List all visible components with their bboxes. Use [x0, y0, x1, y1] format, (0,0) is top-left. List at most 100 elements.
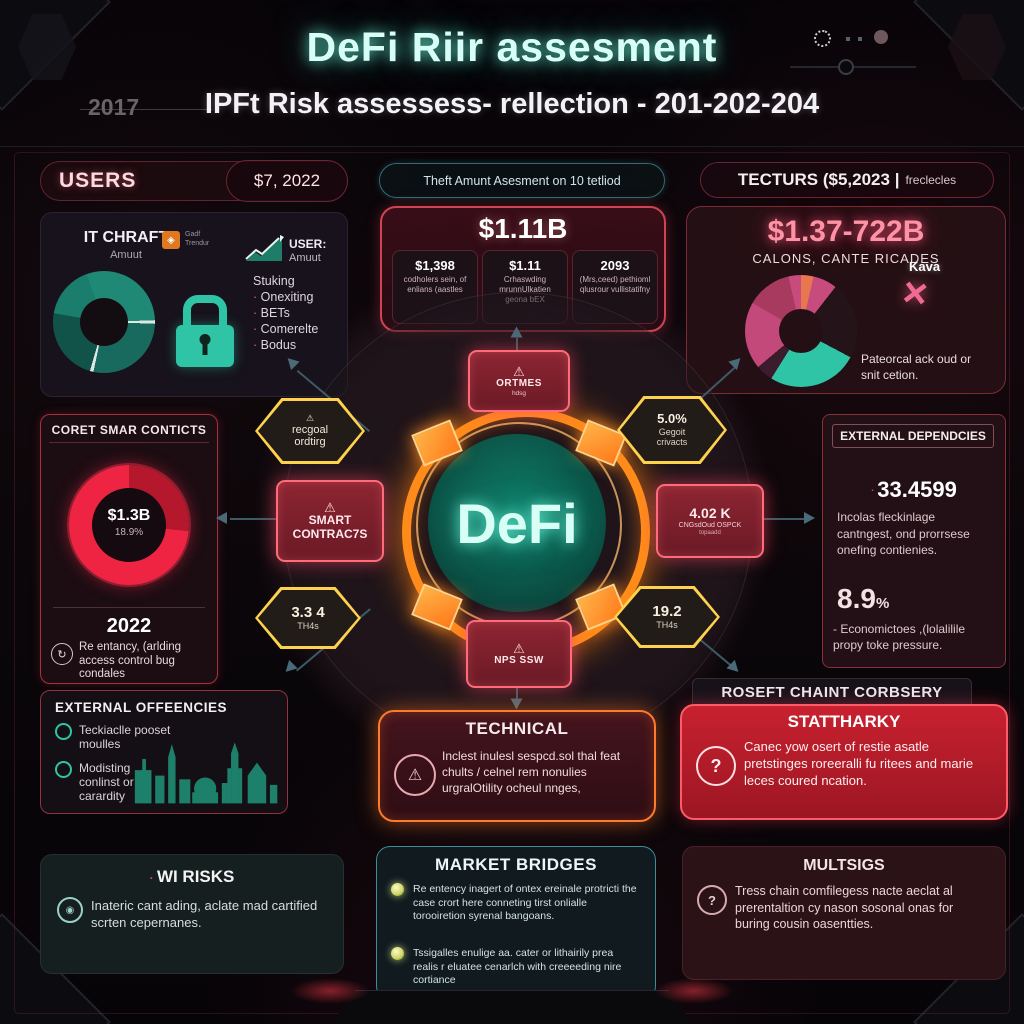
users-amount-label: USER:: [289, 237, 327, 251]
defi-label: DeFi: [456, 491, 578, 555]
multsigs-body: Tress chain comfilegess nacte aeclat al …: [735, 884, 954, 931]
zoom-slider-knob[interactable]: [838, 59, 854, 75]
wallet-badge-line2: Trendur: [185, 240, 210, 248]
glow-bullet-icon: [391, 883, 404, 896]
market-bridges-title: MARKET BRIDGES: [435, 855, 597, 874]
tecturs-pill-main: TECTURS ($5,2023 |: [737, 170, 900, 189]
lock-icon: [176, 295, 234, 367]
hex-label: TH4s: [297, 621, 319, 632]
growth-chart-icon: [245, 235, 284, 261]
hex-label: TH4s: [656, 620, 678, 631]
node-sub: hdsg: [511, 389, 527, 397]
wallet-badge-icon: ◈: [162, 231, 180, 249]
arrow-left-icon: [216, 512, 227, 524]
stat-value: $1.11: [509, 258, 541, 273]
coret-divider: [53, 607, 205, 608]
wi-risks-body: Inateric cant ading, aclate mad cartifie…: [91, 898, 318, 930]
list-item: · BETs: [253, 306, 290, 320]
node-sub2: topaadd: [699, 529, 721, 536]
technical-card: TECHNICAL ⚠ Inclest inulesl sespcd.sol t…: [378, 710, 656, 822]
coret-card: CORET SMAR CONTICTS $1.3B 18.9% 2022 ↻ R…: [40, 414, 218, 684]
coret-title: CORET SMAR CONTICTS: [49, 423, 209, 443]
stattharky-card: STATTHARKY ? Canec yow osert of restie a…: [680, 704, 1008, 820]
tecturs-pill: TECTURS ($5,2023 | freclecles: [700, 162, 994, 198]
dependencies-note1: Incolas fleckinlage cantngest, ond prorr…: [837, 510, 970, 557]
ring-bullet-icon: [55, 723, 72, 740]
market-bridges-card: MARKET BRIDGES Re entency inagert of ont…: [376, 846, 656, 1000]
stattharky-title: STATTHARKY: [787, 712, 901, 731]
bullet-text: Modisting conlinst or carardity: [79, 761, 134, 803]
node-ortmes: ⚠ ORTMES hdsg: [468, 350, 570, 412]
reentrancy-cycle-icon: ↻: [51, 643, 73, 665]
offeencies-bullet: Teckiaclle pooset moulles: [55, 723, 173, 751]
theft-pill-label: Theft Amunt Asesment on 10 tetliod: [423, 173, 621, 188]
wi-risks-card: · WI RISKS ◉ Inateric cant ading, aclate…: [40, 854, 344, 974]
coret-note: Re entancy, (arlding access control bug …: [79, 641, 182, 680]
stat-value: 2093: [600, 258, 630, 273]
tecturs-donut-chart: [745, 275, 857, 387]
arrow-right-icon: [804, 512, 815, 524]
tecturs-pill-sub: freclecles: [905, 173, 957, 187]
roseft-header: ROSEFT CHAINT CORBSERY: [692, 678, 972, 706]
users-donut-chart: [53, 271, 155, 373]
city-skyline-icon: [134, 742, 278, 804]
roseft-header-label: ROSEFT CHAINT CORBSERY: [721, 684, 943, 701]
tecturs-range: $1.37-722B: [767, 215, 925, 248]
page-title: DeFi Riir assesment: [306, 24, 718, 70]
coret-donut-pct: 18.9%: [114, 527, 144, 538]
coret-year: 2022: [106, 615, 152, 637]
offeencies-title: EXTERNAL OFFEENCIES: [55, 700, 228, 715]
node-title: NPS SSW: [494, 654, 544, 666]
warning-icon: ⚠: [324, 499, 336, 515]
menu-dot-icon[interactable]: [858, 37, 862, 41]
hex-value: 3.3 4: [291, 604, 325, 622]
menu-dot-icon[interactable]: [846, 37, 850, 41]
question-circle-icon: ?: [697, 885, 727, 915]
users-card: IT CHRAFT Amuut ◈ Gadf Trendur USER: Amu…: [40, 212, 348, 397]
dependencies-stat1: · 33.4599: [871, 477, 957, 502]
connector-top: [516, 338, 518, 352]
node-smart-contracts: ⚠ SMART CONTRAC7S: [276, 480, 384, 562]
users-pill-label: USERS: [59, 169, 137, 192]
users-chart-title: IT CHRAFT: [83, 229, 169, 246]
theft-stat-box: 2093 (Mrs,ceed) pethioml qlusrour vullis…: [572, 250, 658, 324]
arrow-up-icon: [510, 326, 523, 338]
hex-334: 3.3 4 TH4s: [255, 587, 361, 649]
dependencies-note2: - Economictoes ,(lolalilile propy toke p…: [833, 622, 966, 652]
wi-risks-title: · WI RISKS: [149, 867, 235, 886]
hex-line: recgoal: [291, 423, 329, 436]
hex-recgoal: ⚠ recgoal ordtirg: [255, 398, 365, 464]
stat-label: (Mrs,ceed) pethioml qlusrour vullistatif…: [579, 275, 651, 294]
users-date-badge-label: $7, 2022: [253, 171, 321, 190]
emblem-hexagon-right: [948, 14, 1006, 80]
connector-left: [230, 518, 276, 520]
ring-bullet-icon: [55, 761, 72, 778]
technical-body: Inclest inulesl sespcd.sol thal feat chu…: [442, 749, 621, 795]
page-subtitle: IPFt Risk assessess- rellection - 201-20…: [204, 88, 820, 120]
market-bridges-bullet: Re entency inagert of ontex ereinale pro…: [391, 883, 641, 924]
dependencies-card: EXTERNAL DEPENDCIES · 33.4599 Incolas fl…: [822, 414, 1006, 668]
status-circle-icon[interactable]: [874, 30, 888, 44]
hex-value: 5.0%: [657, 411, 687, 427]
bullet-text: Tssigalles enulige aa. cater or lithairi…: [413, 947, 622, 986]
warning-icon: ⚠: [305, 413, 315, 424]
list-item: · Comerelte: [253, 322, 319, 336]
alert-circle-icon: ⚠: [394, 754, 436, 796]
stat-value: $1,398: [415, 258, 455, 273]
node-npsssw: ⚠ NPS SSW: [466, 620, 572, 688]
target-badge-icon: ◉: [57, 897, 83, 923]
coret-donut-chart: [69, 465, 189, 585]
offeencies-card: EXTERNAL OFFEENCIES Teckiaclle pooset mo…: [40, 690, 288, 814]
node-sub: CNGsdOud OSPCK: [678, 521, 742, 529]
bullet-text: Teckiaclle pooset moulles: [79, 723, 171, 751]
dependencies-title: EXTERNAL DEPENDCIES: [832, 424, 994, 448]
wallet-badge-text: Gadf Trendur: [185, 230, 209, 248]
warning-icon: ⚠: [513, 364, 525, 380]
bullet-text: Re entency inagert of ontex ereinale pro…: [413, 883, 637, 922]
connector-bottom: [516, 686, 518, 704]
connector-right: [760, 518, 808, 520]
warning-icon: ⚠: [513, 640, 525, 656]
hex-line: crivacts: [656, 437, 688, 448]
bottom-glow-left: [290, 978, 370, 1004]
